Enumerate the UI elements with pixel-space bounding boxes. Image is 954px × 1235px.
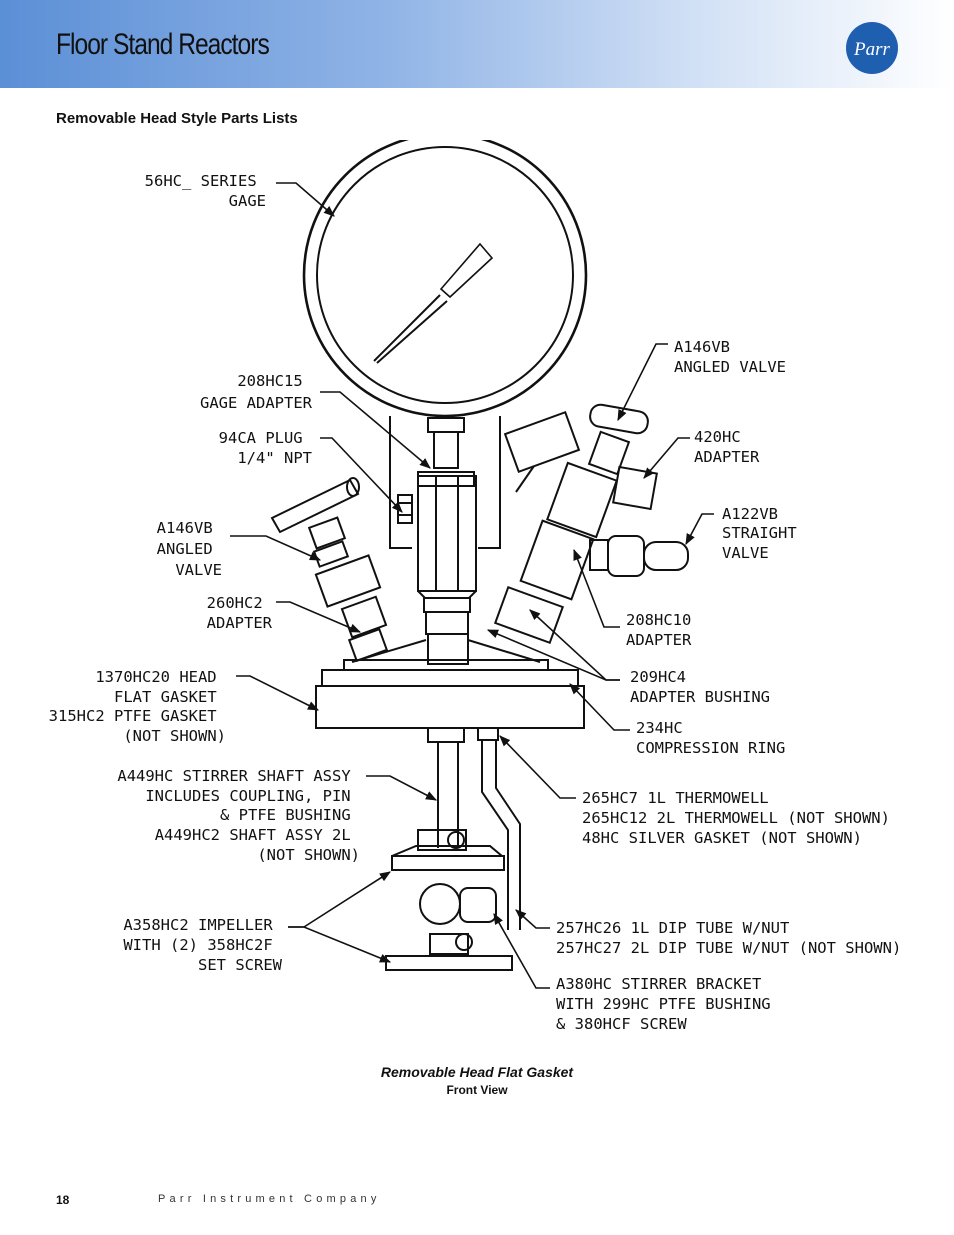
- parr-logo-icon: Parr: [846, 22, 898, 74]
- footer-company: Parr Instrument Company: [158, 1193, 381, 1205]
- label-straight-valve: A122VB STRAIGHT VALVE: [722, 505, 806, 562]
- page-number: 18: [56, 1193, 70, 1207]
- logo-text: Parr: [853, 39, 891, 60]
- leader-lines: [230, 182, 714, 989]
- label-plug: 94CA PLUG 1/4" NPT: [219, 429, 312, 467]
- page-title: Floor Stand Reactors: [56, 28, 270, 61]
- label-gage: 56HC_ SERIES GAGE: [145, 172, 266, 210]
- label-impeller: A358HC2 IMPELLER WITH (2) 358HC2F SET SC…: [123, 916, 282, 974]
- label-angled-valve-right: A146VB ANGLED VALVE: [674, 338, 786, 376]
- gauge-outer: [302, 140, 588, 418]
- reactor-diagram: 56HC_ SERIES GAGE 208HC15 GAGE ADAPTER 9…: [49, 140, 902, 1033]
- label-gage-adapter: 208HC15 GAGE ADAPTER: [200, 372, 313, 412]
- gauge-face: [316, 146, 574, 404]
- page-header: Floor Stand Reactors Parr: [0, 0, 954, 88]
- label-adapter-bushing: 209HC4 ADAPTER BUSHING: [630, 668, 770, 706]
- gauge-needle: [439, 242, 494, 299]
- figure-subcaption: Front View: [446, 1083, 508, 1097]
- label-thermowell: 265HC7 1L THERMOWELL 265HC12 2L THERMOWE…: [582, 789, 899, 847]
- figure-caption: Removable Head Flat Gasket: [380, 1064, 574, 1080]
- label-adapter-208hc10: 208HC10 ADAPTER: [626, 611, 701, 649]
- label-dip-tube: 257HC26 1L DIP TUBE W/NUT 257HC27 2L DIP…: [556, 919, 901, 957]
- label-adapter-420: 420HC ADAPTER: [694, 428, 760, 466]
- label-stirrer-shaft: A449HC STIRRER SHAFT ASSY INCLUDES COUPL…: [117, 767, 360, 864]
- label-angled-valve-left: A146VB ANGLED VALVE: [157, 519, 222, 579]
- label-head: 1370HC20 HEAD FLAT GASKET 315HC2 PTFE GA…: [49, 668, 226, 745]
- section-title: Removable Head Style Parts Lists: [56, 110, 298, 127]
- label-adapter-260: 260HC2 ADAPTER: [207, 594, 273, 632]
- label-compression-ring: 234HC COMPRESSION RING: [636, 719, 785, 757]
- callout-labels: 56HC_ SERIES GAGE 208HC15 GAGE ADAPTER 9…: [49, 172, 902, 1033]
- label-stirrer-bracket: A380HC STIRRER BRACKET WITH 299HC PTFE B…: [556, 975, 780, 1033]
